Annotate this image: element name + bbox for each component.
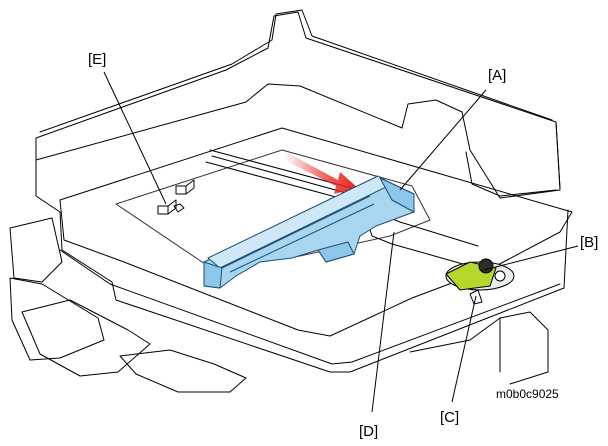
platen-outline (59, 127, 573, 337)
leader-c (451, 295, 477, 403)
carriage-body (203, 177, 415, 289)
callout-e: [E] (88, 51, 107, 68)
rail-bottom (205, 161, 471, 267)
clamp-back (175, 179, 195, 195)
callout-d: [D] (359, 423, 379, 440)
clamp-front (157, 199, 177, 215)
knob-screw (494, 270, 506, 282)
carriage-rib-2 (229, 203, 375, 273)
callout-a: [A] (488, 67, 507, 84)
tray-slot (119, 349, 247, 393)
clamp-extra (173, 203, 185, 213)
right-base (409, 311, 549, 385)
lid-inner-edge (465, 151, 557, 197)
callout-b: [B] (580, 234, 599, 251)
lid-outline (35, 11, 561, 199)
body-front-lower (59, 249, 561, 365)
lid-side-right (555, 121, 561, 189)
figure-code: m0b0c9025 (496, 387, 559, 401)
lever-pin (469, 289, 483, 305)
leader-b (483, 245, 579, 271)
callout-c: [C] (440, 409, 460, 426)
movement-arrow (284, 152, 358, 194)
lid-top-edge (39, 9, 553, 133)
carriage-rib-1 (221, 195, 371, 269)
leader-a (399, 89, 487, 191)
knob-dial (478, 258, 494, 274)
carriage-foot (317, 241, 355, 263)
output-tray (9, 277, 105, 361)
carriage-assembly (203, 175, 415, 289)
adjustment-knob (445, 258, 515, 291)
carriage-end-left (203, 261, 223, 289)
carriage-end-right (379, 177, 415, 213)
leader-d (371, 231, 395, 413)
output-tray-inner (21, 299, 151, 377)
body-front (35, 159, 569, 373)
body-base-left (9, 217, 63, 283)
leader-e (103, 71, 167, 205)
